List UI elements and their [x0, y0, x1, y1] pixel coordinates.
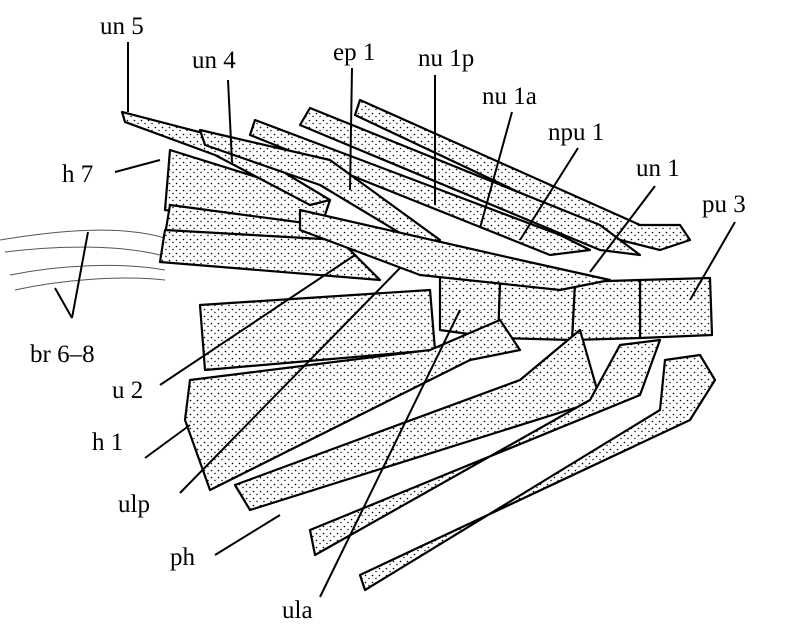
label-ula: ula: [282, 597, 313, 624]
label-pu3: pu 3: [702, 191, 746, 218]
hypural-1: [183, 318, 522, 492]
epural-3: [248, 118, 592, 257]
label-un5: un 5: [100, 13, 144, 40]
haemal-spine-2: [308, 338, 662, 557]
preural-centrum-1: [496, 280, 577, 342]
fin-rays: [0, 229, 166, 291]
labels: un 5 un 4 ep 1 nu 1p nu 1a npu 1 un 1 pu…: [30, 13, 746, 624]
parhypural: [233, 328, 602, 512]
label-ulp: ulp: [118, 491, 150, 518]
uroneural-1: [298, 208, 612, 292]
label-h1: h 1: [92, 429, 123, 456]
preural-centrum-3: [638, 276, 714, 340]
bones: [120, 98, 717, 592]
label-ep1: ep 1: [333, 39, 375, 66]
label-br6-8: br 6–8: [30, 341, 95, 368]
label-ph: ph: [170, 544, 196, 571]
label-npu1: npu 1: [548, 119, 604, 146]
label-nu1p: nu 1p: [418, 45, 474, 72]
preural-centrum-2: [570, 278, 642, 342]
label-h7: h 7: [62, 161, 93, 188]
label-un4: un 4: [192, 47, 236, 74]
hypural-upper-3: [158, 228, 382, 282]
label-un1: un 1: [636, 155, 680, 182]
epural-long: [353, 98, 692, 252]
epural-2: [298, 106, 642, 257]
label-nu1a: nu 1a: [482, 83, 537, 110]
label-u2: u 2: [112, 377, 143, 404]
haemal-spine-3: [358, 353, 717, 592]
leader-lines: [54, 42, 736, 598]
